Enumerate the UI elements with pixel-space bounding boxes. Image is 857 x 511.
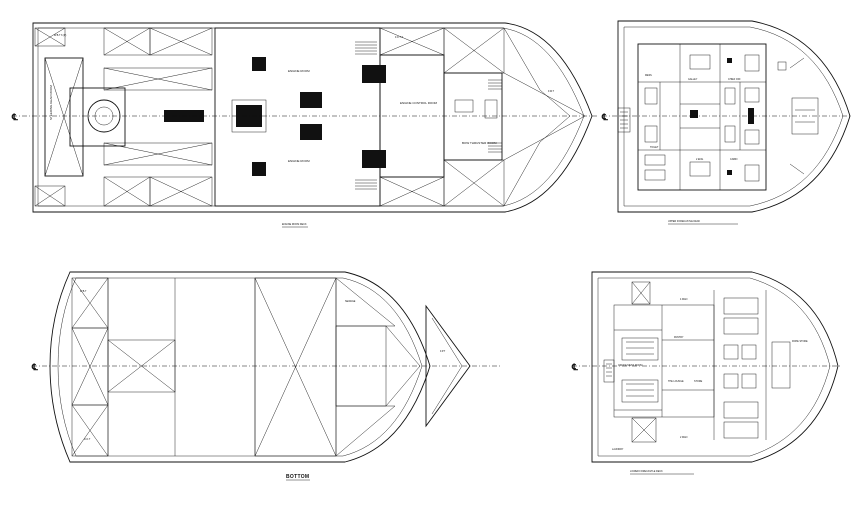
lower-partitions	[603, 281, 791, 443]
bottom-title: BOTTOM	[286, 474, 309, 480]
toilet-label: TOILET	[650, 146, 659, 149]
laundry-label: LAUNDRY	[612, 448, 624, 451]
chief-off-label: CHIEF OFF	[728, 78, 741, 81]
upper-forecastle-deck-plan: ℄ MESS GALLEY CABIN TOILET CHIEF OFF 2 E…	[601, 20, 852, 225]
cabin-partitions	[617, 44, 766, 190]
store-label: STORE	[694, 380, 703, 383]
main-engine-blocks	[164, 57, 386, 176]
galley-label: GALLEY	[688, 78, 698, 81]
steering-gear-wheel	[87, 99, 121, 133]
tank-aft-label: W.B.T 6 (P)	[54, 34, 67, 37]
steering-room-outline	[44, 57, 84, 177]
hull-outline	[617, 20, 851, 213]
sewage-label: SEWAGE	[345, 300, 356, 303]
engine-deck-title: ENGINE ROOM DECK	[282, 223, 307, 226]
lower-forecastle-deck-plan: ℄ OFFICE MESS ROOM THE LOUNGE PANTRY STO…	[571, 271, 842, 475]
mess-label: MESS	[645, 74, 652, 77]
hull-outline	[49, 271, 431, 463]
tank-mid-label: F.O.T 3	[395, 36, 403, 39]
lounge-label: THE LOUNGE	[668, 380, 684, 383]
thruster-room-label: BOW THRUSTER ROOM	[462, 141, 497, 145]
centerline-mark: ℄	[31, 362, 38, 372]
lower-deck-title: LOWER FORECASTLE DECK	[630, 470, 663, 473]
tank-a-label: W.B.T	[80, 290, 87, 293]
centerline-mark: ℄	[571, 362, 578, 372]
thruster-room-outline	[443, 72, 503, 161]
engine-room-label-2: ENGINE ROOM	[288, 159, 310, 163]
pantry-label: PANTRY	[674, 336, 684, 339]
cabin-2-label: 2 MAN	[680, 436, 688, 439]
engine-stairs	[355, 41, 502, 190]
upper-deck-title: UPPER FORECASTLE DECK	[668, 220, 701, 223]
cabin-4-label: 4 MAN	[680, 298, 688, 301]
engine-room-deck-plan: ℄ STEERING GEAR ROOM ENGINE ROOM ENGINE …	[11, 22, 598, 228]
tank-c-label: D.O.T	[84, 438, 91, 441]
hull-outline	[591, 271, 839, 463]
steering-room-label: STEERING GEAR ROOM	[49, 85, 53, 120]
centerline-mark: ℄	[11, 112, 18, 122]
bottom-frames	[71, 277, 421, 457]
steering-gear-base	[69, 87, 126, 147]
upper-fixtures	[690, 58, 754, 175]
centerline-mark: ℄	[601, 112, 608, 122]
control-room-label: ENGINE CONTROL ROOM	[400, 101, 438, 105]
office-label: OFFICE MESS ROOM	[618, 364, 642, 367]
rope-store-label: ROPE STORE	[792, 340, 808, 343]
tank-frames-aft	[34, 27, 586, 207]
second-eng-label: 2 ENG	[696, 158, 703, 161]
tank-fwd-label: F.W.T	[548, 90, 555, 93]
engine-room-label-1: ENGINE ROOM	[288, 69, 310, 73]
hull-outline	[32, 22, 593, 213]
cabin-label: CABIN	[730, 158, 738, 161]
bottom-plan: ℄ W.B.T F.P.T SEWAGE D.O.T BOTTOM	[31, 271, 500, 481]
accommodation-block	[637, 43, 767, 191]
tank-b-label: F.P.T	[440, 350, 446, 353]
